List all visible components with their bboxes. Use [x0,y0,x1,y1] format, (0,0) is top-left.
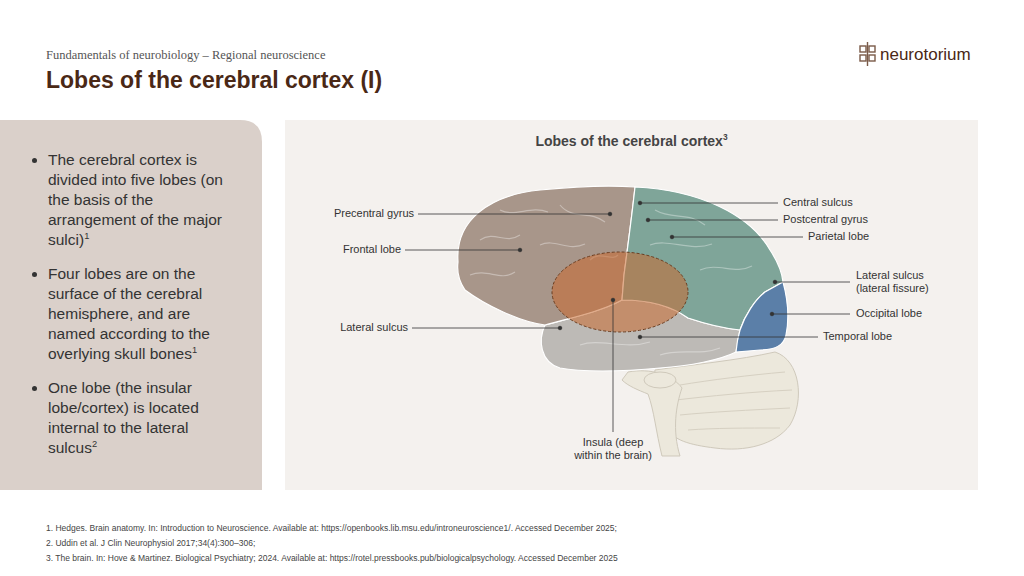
structure-label: Temporal lobe [823,330,892,343]
structure-label: Parietal lobe [808,230,869,243]
structure-label: Lateral sulcus [340,321,408,334]
panel-heading: Lobes of the cerebral cortex [535,133,723,149]
reference-mark: 1 [192,345,197,355]
reference: 2. Uddin et al. J Clin Neurophysiol 2017… [46,538,255,548]
bullet-item: One lobe (the insular lobe/cortex) is lo… [30,378,240,458]
bullet-text: Four lobes are on the surface of the cer… [48,265,210,362]
bullet-item: Four lobes are on the surface of the cer… [30,264,240,364]
panel-ground [0,120,262,490]
bullet-dot [32,272,37,277]
reference-mark: 1 [84,231,89,241]
bullet-dot [32,158,37,163]
brain-illustration [405,186,850,456]
panel-heading-line: Lobes of the cerebral cortex3 [295,132,968,150]
panel-ground [285,120,978,490]
section-subtitle: Fundamentals of neurobiology – Regional … [46,48,325,63]
insula-region [552,252,688,332]
structure-label: Frontal lobe [343,243,401,256]
structure-label: Postcentral gyrus [783,213,868,226]
reference: 3. The brain. In: Hove & Martinez. Biolo… [46,553,618,563]
occipital-lobe [736,282,788,352]
reference-mark: 2 [92,439,97,449]
structure-label: Occipital lobe [856,307,922,320]
bullet-item: The cerebral cortex is divided into five… [30,150,240,250]
bullet-dot [32,386,37,391]
logo-icon [860,42,875,66]
structure-label: Insula (deep within the brain) [573,436,653,462]
figure-panel: Lobes of the cerebral cortex3 [285,120,978,490]
leader-lines [405,201,850,432]
gyri-texture [470,205,752,355]
structure-label: Precentral gyrus [334,207,414,220]
reference-mark: 3 [723,132,728,142]
cerebellum-folia [676,372,792,430]
bullet-text: One lobe (the insular lobe/cortex) is lo… [48,379,199,456]
bullet-panel: The cerebral cortex is divided into five… [0,120,262,490]
slide-title: Lobes of the cerebral cortex (I) [46,66,382,94]
structure-label: Lateral sulcus (lateral fissure) [856,269,956,295]
reference: 1. Hedges. Brain anatomy. In: Introducti… [46,523,617,533]
bullet-text: The cerebral cortex is divided into five… [48,151,223,248]
pons [644,372,676,388]
logo-wordmark: neurotorium [880,45,971,65]
structure-label: Central sulcus [783,196,853,209]
